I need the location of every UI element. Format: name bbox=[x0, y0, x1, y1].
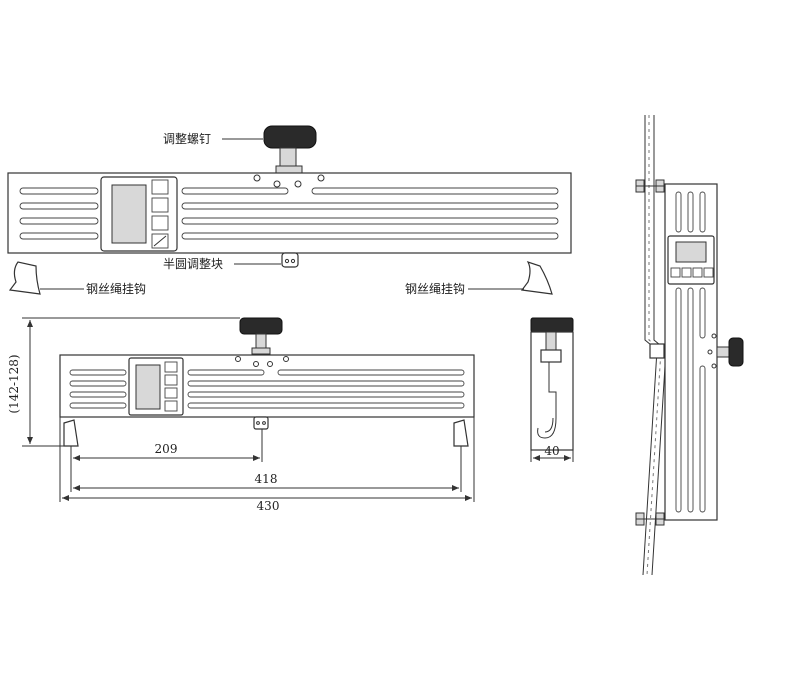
keypad-button-icon bbox=[164, 400, 178, 412]
dimension-height: (142-128) bbox=[7, 317, 240, 447]
screw-holes bbox=[707, 333, 717, 369]
dimension-430: 430 bbox=[59, 417, 475, 513]
screw-holes bbox=[253, 174, 325, 188]
right-slots bbox=[187, 369, 465, 409]
half-circle-block bbox=[253, 416, 269, 430]
installed-view bbox=[635, 115, 744, 576]
hook-icon bbox=[537, 362, 557, 439]
front-view: (142-128) 209 418 430 bbox=[7, 317, 475, 513]
side-view: 40 bbox=[530, 317, 574, 462]
dim-430: 430 bbox=[257, 499, 280, 513]
dimension-209: 209 bbox=[73, 429, 263, 462]
keypad-button-icon bbox=[681, 267, 692, 278]
keypad-button-icon bbox=[151, 215, 169, 231]
half-circle-block bbox=[281, 252, 299, 268]
top-view: 调整螺钉 半圆调整块 钢丝绳挂钩 钢丝绳挂钩 bbox=[7, 125, 572, 296]
knob-icon bbox=[263, 125, 317, 175]
display-screen-icon bbox=[675, 241, 707, 263]
display-panel bbox=[100, 176, 178, 252]
keypad-button-icon bbox=[164, 361, 178, 373]
keypad-button-icon bbox=[151, 197, 169, 213]
knob-icon bbox=[530, 317, 574, 333]
keypad-button-icon bbox=[703, 267, 714, 278]
top-body bbox=[7, 172, 572, 254]
display-screen-icon bbox=[135, 364, 161, 410]
label-wire-hook-left: 钢丝绳挂钩 bbox=[86, 282, 146, 296]
label-adjust-screw: 调整螺钉 bbox=[163, 131, 211, 146]
display-panel bbox=[128, 357, 184, 416]
dim-side-width: 40 bbox=[544, 444, 559, 458]
label-wire-hook-right: 钢丝绳挂钩 bbox=[405, 282, 465, 296]
keypad-button-icon bbox=[670, 267, 681, 278]
left-slots bbox=[19, 187, 99, 240]
left-slots bbox=[69, 369, 127, 409]
display-screen-icon bbox=[111, 184, 147, 244]
knob-icon bbox=[239, 317, 283, 355]
hook-icon bbox=[8, 260, 553, 295]
keypad-button-icon bbox=[692, 267, 703, 278]
dim-418: 418 bbox=[255, 472, 278, 486]
label-half-circle-block: 半圆调整块 bbox=[163, 256, 223, 271]
keypad-button-icon bbox=[151, 179, 169, 195]
dimension-418: 418 bbox=[70, 464, 462, 492]
knob-icon bbox=[716, 337, 744, 367]
dim-height-range: (142-128) bbox=[7, 354, 21, 413]
keypad-button-icon bbox=[164, 387, 178, 399]
dim-209: 209 bbox=[155, 442, 178, 456]
hook-icon bbox=[63, 419, 469, 464]
keypad-button-icon bbox=[164, 374, 178, 386]
installed-slots bbox=[675, 191, 706, 513]
display-panel bbox=[667, 235, 715, 285]
screw-holes bbox=[235, 356, 289, 367]
right-slots bbox=[181, 187, 559, 240]
